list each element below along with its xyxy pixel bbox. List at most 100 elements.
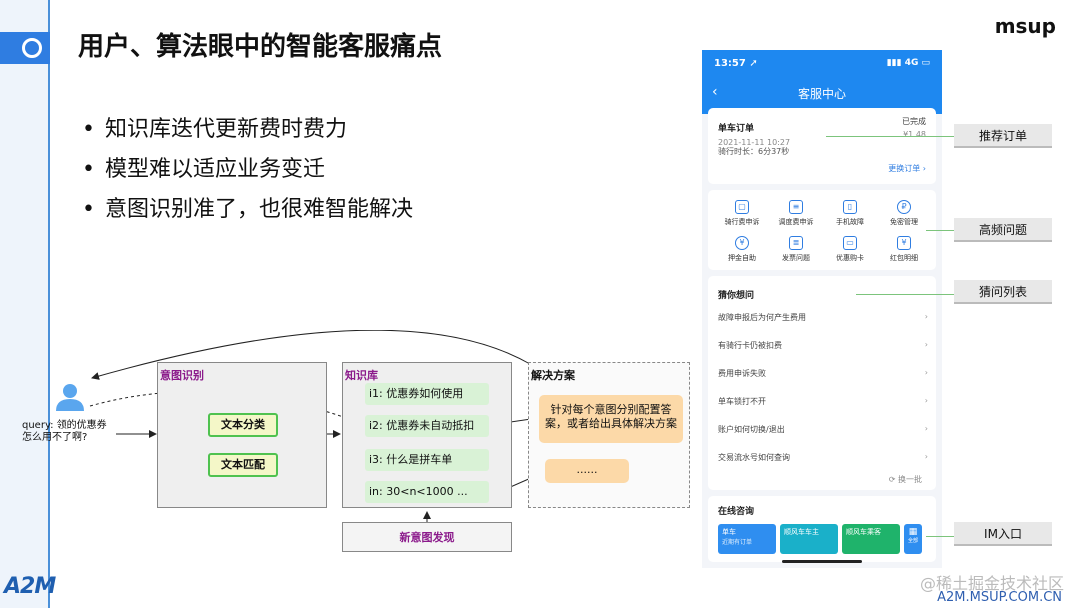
grid-label: 优惠购卡 bbox=[836, 254, 864, 262]
grid-item[interactable]: ≣发票问题 bbox=[770, 236, 822, 263]
grid-label: 调度费申诉 bbox=[778, 218, 814, 226]
callout-im-entry: IM入口 bbox=[954, 522, 1052, 546]
callout-line bbox=[926, 536, 954, 537]
circle-icon bbox=[22, 38, 42, 58]
grid-item[interactable]: ¥ 押金自助 bbox=[716, 236, 768, 263]
grid-icon: ▦ bbox=[908, 527, 918, 537]
solution-box-label: 解决方案 bbox=[531, 369, 575, 382]
query-text: query: 领的优惠券 怎么用不了啊? bbox=[22, 420, 107, 444]
document-icon: ≡ bbox=[789, 200, 803, 214]
new-intent-discovery: 新意图发现 bbox=[342, 522, 512, 552]
grid-item[interactable]: ▭ 优惠购卡 bbox=[824, 236, 876, 263]
question-text: 费用申诉失败 bbox=[718, 369, 766, 378]
question-row[interactable]: 单车锁打不开› bbox=[718, 396, 928, 407]
back-chevron-icon[interactable]: ‹ bbox=[712, 84, 718, 100]
question-text: 交易流水号如何查询 bbox=[718, 453, 790, 462]
order-status: 已完成 bbox=[902, 117, 926, 126]
intent-recognition-box: 意图识别 文本分类 文本匹配 bbox=[157, 362, 327, 508]
order-datetime: 2021-11-11 10:27 bbox=[718, 138, 791, 147]
im-tile-label: 单车 bbox=[722, 528, 736, 536]
text-matching-node: 文本匹配 bbox=[208, 453, 278, 477]
im-tile-bike[interactable]: 单车 近期有订单 bbox=[718, 524, 776, 554]
phone-screenshot: 13:57 ➚ ▮▮▮ 4G ▭ ‹ 客服中心 单车订单 已完成 2021-11… bbox=[702, 50, 942, 568]
lock-icon: ▢ bbox=[735, 200, 749, 214]
im-tile-driver[interactable]: 顺风车车主 bbox=[780, 524, 838, 554]
bullet-item: 知识库迭代更新费时费力 bbox=[82, 110, 413, 150]
question-text: 有骑行卡仍被扣费 bbox=[718, 341, 782, 350]
bullet-item: 模型难以适应业务变迁 bbox=[82, 150, 413, 190]
im-tile-sub: 近期有订单 bbox=[722, 539, 753, 546]
question-row[interactable]: 交易流水号如何查询› bbox=[718, 452, 928, 463]
order-card[interactable]: 单车订单 已完成 2021-11-11 10:27 ¥1.48 骑行时长：6分3… bbox=[708, 108, 936, 184]
order-duration: 骑行时长：6分37秒 bbox=[718, 147, 790, 156]
a2m-logo: A2M bbox=[4, 574, 56, 599]
chevron-right-icon: › bbox=[924, 396, 928, 405]
guess-questions-card: 猜你想问 故障申报后为何产生费用› 有骑行卡仍被扣费 › 费用申诉失败 › 单车锁打… bbox=[708, 276, 936, 490]
phone-header: 13:57 ➚ ▮▮▮ 4G ▭ ‹ 客服中心 bbox=[702, 50, 942, 114]
red-envelope-icon: ¥ bbox=[897, 236, 911, 250]
grid-item[interactable]: ¥ 红包明细 bbox=[878, 236, 930, 263]
im-tile-passenger[interactable]: 顺风车乘客 bbox=[842, 524, 900, 554]
footer-url: A2M.MSUP.COM.CN bbox=[937, 590, 1062, 605]
home-indicator bbox=[782, 560, 862, 563]
yen-icon: ¥ bbox=[735, 236, 749, 250]
intent-flow-diagram: query: 领的优惠券 怎么用不了啊? 意图识别 文本分类 文本匹配 知识库 … bbox=[20, 330, 700, 560]
watermark: @稀土掘金技术社区 bbox=[919, 574, 1064, 593]
grid-label: 红包明细 bbox=[890, 254, 918, 262]
chevron-right-icon: › bbox=[924, 340, 928, 349]
chevron-right-icon: › bbox=[924, 424, 928, 433]
online-title: 在线咨询 bbox=[718, 507, 755, 517]
kb-item: i2: 优惠券未自动抵扣 bbox=[365, 415, 489, 437]
status-time: 13:57 ➚ bbox=[714, 58, 758, 69]
solution-line: 案，或者给出具体解决方案 bbox=[545, 417, 677, 430]
invoice-icon: ≣ bbox=[789, 236, 803, 250]
grid-item[interactable]: ₽ 免密管理 bbox=[878, 200, 930, 227]
grid-item[interactable]: ≡ 调度费申诉 bbox=[770, 200, 822, 227]
order-amount: ¥1.48 bbox=[903, 130, 926, 139]
callout-guess-list: 猜问列表 bbox=[954, 280, 1052, 304]
kb-item: in: 30<n<1000 ... bbox=[365, 481, 489, 503]
bullet-item: 意图识别准了，也很难智能解决 bbox=[82, 190, 413, 230]
im-tile-label: 顺风车车主 bbox=[784, 528, 819, 536]
msup-logo: msup bbox=[994, 14, 1056, 38]
callout-line bbox=[856, 294, 954, 295]
refresh-button[interactable]: ⟳ 换一批 bbox=[888, 475, 922, 484]
bullet-list: 知识库迭代更新费时费力 模型难以适应业务变迁 意图识别准了，也很难智能解决 bbox=[82, 110, 413, 230]
im-tile-label: 顺风车乘客 bbox=[846, 528, 881, 536]
grid-label: 免密管理 bbox=[890, 218, 918, 226]
query-line: 怎么用不了啊? bbox=[22, 432, 88, 443]
im-tile-all[interactable]: ▦ 全部 bbox=[904, 524, 922, 554]
question-row[interactable]: 有骑行卡仍被扣费 › bbox=[718, 340, 928, 351]
card-icon: ▭ bbox=[843, 236, 857, 250]
user-icon bbox=[56, 384, 84, 411]
chevron-right-icon: › bbox=[924, 312, 928, 321]
question-row[interactable]: 费用申诉失败 › bbox=[718, 368, 928, 379]
change-order-link[interactable]: 更换订单 › bbox=[888, 164, 926, 173]
chevron-right-icon: › bbox=[924, 368, 928, 377]
left-sidebar-bar bbox=[0, 0, 50, 608]
callout-frequent-questions: 高频问题 bbox=[954, 218, 1052, 242]
question-row[interactable]: 账户如何切换/退出 › bbox=[718, 424, 928, 435]
grid-item[interactable]: ▯ 手机故障 bbox=[824, 200, 876, 227]
callout-recommended-order: 推荐订单 bbox=[954, 124, 1052, 148]
solution-main: 针对每个意图分别配置答 案，或者给出具体解决方案 bbox=[539, 395, 683, 443]
solution-box: 解决方案 针对每个意图分别配置答 案，或者给出具体解决方案 ...... bbox=[528, 362, 690, 508]
phone-title: 客服中心 bbox=[797, 87, 846, 101]
frequent-questions-grid: ▢ 骑行费申诉 ≡ 调度费申诉 ▯ 手机故障 ₽ 免密管理 ¥ 押金自助 ≣发票问题 ▭ 优… bbox=[708, 190, 936, 270]
knowledge-base-box: 知识库 i1: 优惠券如何使用 i2: 优惠券未自动抵扣 i3: 什么是拼车单 … bbox=[342, 362, 512, 508]
grid-item[interactable]: ▢ 骑行费申诉 bbox=[716, 200, 768, 227]
question-row[interactable]: 故障申报后为何产生费用› bbox=[718, 312, 928, 323]
kb-box-label: 知识库 bbox=[345, 369, 378, 382]
grid-label: 押金自助 bbox=[728, 254, 756, 262]
coin-icon: ₽ bbox=[897, 200, 911, 214]
grid-label: 骑行费申诉 bbox=[724, 218, 760, 226]
question-text: 账户如何切换/退出 bbox=[718, 425, 785, 434]
guess-title: 猜你想问 bbox=[718, 291, 755, 301]
query-line: query: 领的优惠券 bbox=[22, 420, 107, 431]
slide-title: 用户、算法眼中的智能客服痛点 bbox=[78, 32, 443, 62]
callout-line bbox=[826, 136, 954, 137]
callout-line bbox=[926, 230, 954, 231]
phone-icon: ▯ bbox=[843, 200, 857, 214]
grid-label: 手机故障 bbox=[836, 218, 864, 226]
im-tile-label: 全部 bbox=[907, 538, 918, 544]
